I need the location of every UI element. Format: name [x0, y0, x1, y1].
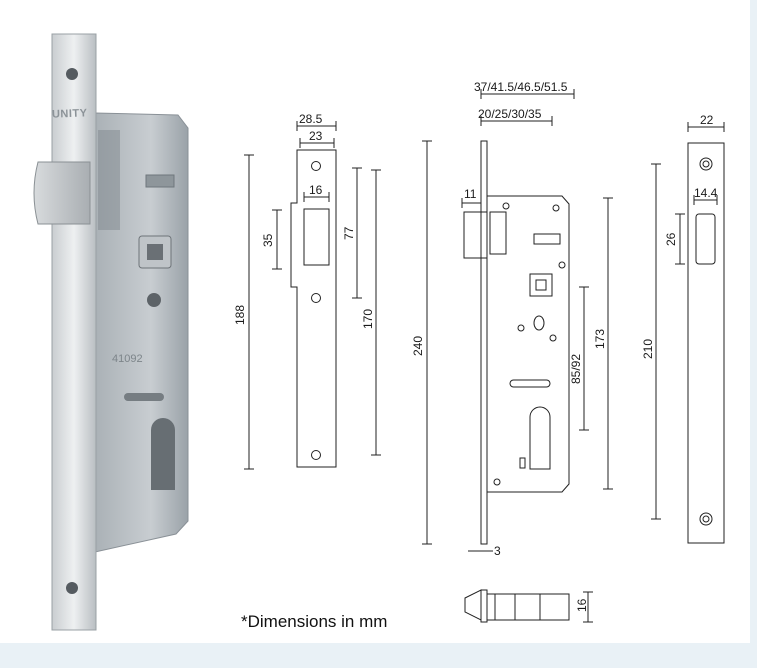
dim-faceplate-hole-distance: 210	[641, 339, 655, 359]
dim-strike-slot-height: 35	[261, 233, 275, 247]
lock-body-photo: 41092	[94, 112, 189, 553]
faceplate-drawing	[651, 122, 725, 544]
dim-strike-inner-length: 170	[361, 309, 375, 329]
strike-plate-drawing	[244, 121, 381, 470]
dim-strike-total-width: 28.5	[299, 112, 323, 126]
latch-bolt-photo	[33, 161, 91, 225]
dim-backsets: 37/41.5/46.5/51.5	[474, 80, 568, 94]
dim-case-depths: 20/25/30/35	[478, 107, 542, 121]
dimensions-note: *Dimensions in mm	[241, 612, 388, 631]
lock-bottom-drawing	[464, 589, 593, 623]
dim-case-thickness: 16	[575, 598, 589, 612]
dim-faceplate-thickness: 3	[494, 544, 501, 558]
dim-strike-slot-width: 16	[309, 183, 323, 197]
dim-faceplate-slot-height: 26	[664, 232, 678, 246]
dim-faceplate-slot-width: 14.4	[694, 186, 718, 200]
dim-center-distance: 85/92	[569, 354, 583, 384]
dim-faceplate-length: 240	[411, 336, 425, 356]
faceplate-photo	[51, 33, 97, 631]
dim-strike-width: 23	[309, 129, 323, 143]
dim-latch-projection: 11	[464, 187, 477, 201]
lock-case-drawing	[422, 89, 613, 552]
dim-strike-center-distance: 77	[342, 226, 356, 240]
dim-case-height: 173	[593, 329, 607, 349]
dim-faceplate-width: 22	[700, 113, 714, 127]
svg-text:41092: 41092	[112, 353, 143, 365]
dimension-labels: 28.5 23 16 35 188 77 170 37/41.5/46.5/51…	[233, 80, 718, 612]
dim-strike-hole-distance: 188	[233, 305, 247, 325]
